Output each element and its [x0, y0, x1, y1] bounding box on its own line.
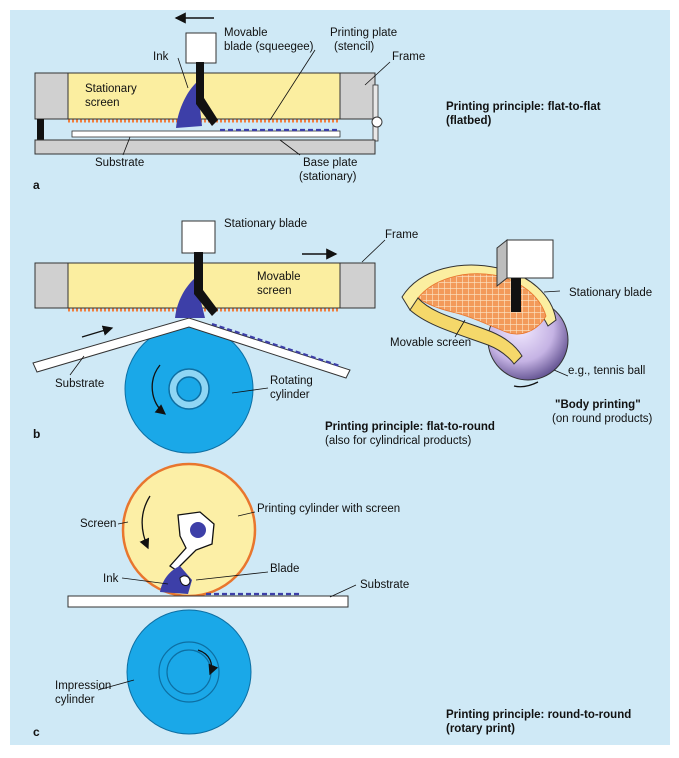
label-frame-a: Frame [392, 51, 425, 63]
right-hinge-post [372, 84, 379, 142]
rotation-arrow-print [139, 495, 151, 550]
ink-c [160, 566, 192, 594]
frame-left [34, 72, 69, 120]
principle-c-2: (rotary print) [446, 723, 515, 735]
frame-left-b [34, 262, 69, 309]
label-tennis-ball: e.g., tennis ball [568, 365, 645, 377]
label-blade-a-2: blade (squeegee) [224, 41, 314, 53]
label-ink-c: Ink [103, 573, 119, 585]
label-substrate-c: Substrate [360, 579, 409, 591]
body-printing-1: "Body printing" [555, 399, 641, 411]
label-body-blade: Stationary blade [569, 287, 652, 299]
base-plate [34, 139, 376, 155]
blade-holder-body [506, 239, 554, 279]
panel-c: Screen Printing cylinder with screen Ink… [33, 462, 631, 739]
principle-b-1: Printing principle: flat-to-round [325, 421, 495, 433]
principle-a-2: (flatbed) [446, 115, 492, 127]
blade-hub-c [190, 522, 206, 538]
blade-tip-c [179, 575, 191, 586]
substrate-c [67, 595, 349, 608]
frame-right [339, 72, 376, 120]
printed-ink-b [211, 322, 341, 368]
ink-a [176, 82, 202, 128]
squeegee-blade [196, 62, 218, 126]
label-substrate-b: Substrate [55, 378, 104, 390]
frame-right-b [339, 262, 376, 309]
ball-rotation-arrow [513, 381, 539, 388]
blade-holder-body-side [496, 238, 508, 288]
screen-front-edge [409, 297, 523, 365]
cylinder-hub-inner [176, 376, 202, 402]
label-cylinder-1: Rotating [270, 375, 313, 387]
panel-a: Ink Movable blade (squeegee) Printing pl… [33, 12, 601, 192]
panel-letter-a: a [33, 178, 40, 192]
panel-b: Stationary blade Frame Movable screen Su… [32, 218, 653, 454]
label-cylinder-2: cylinder [270, 389, 310, 401]
panel-letter-c: c [33, 725, 40, 739]
label-screen-a-2: screen [85, 97, 120, 109]
principle-c-1: Printing principle: round-to-round [446, 709, 631, 721]
blade-holder-b [181, 220, 216, 254]
label-plate-1: Printing plate [330, 27, 397, 39]
label-movable-screen: Movable screen [390, 337, 471, 349]
label-screen-b-1: Movable [257, 271, 300, 283]
substrate-a [71, 130, 341, 138]
principle-b-2: (also for cylindrical products) [325, 435, 472, 447]
label-screen-c: Screen [80, 518, 116, 530]
label-plate-2: (stencil) [334, 41, 374, 53]
blade-holder-a [185, 32, 217, 64]
impression-cylinder [126, 609, 252, 735]
label-impression-2: cylinder [55, 694, 95, 706]
label-blade-c: Blade [270, 563, 299, 575]
label-base-2: (stationary) [299, 171, 357, 183]
label-screen-b-2: screen [257, 285, 292, 297]
stationary-blade-b [194, 252, 218, 316]
body-blade [511, 278, 521, 312]
label-screen-a-1: Stationary [85, 83, 137, 95]
label-frame-b: Frame [385, 229, 418, 241]
label-impression-1: Impression [55, 680, 111, 692]
rotation-arrow-b [151, 364, 167, 415]
hinge [371, 116, 383, 128]
rotation-arrow-imp [197, 649, 219, 676]
left-support [37, 119, 44, 141]
body-printing-2: (on round products) [552, 413, 653, 425]
label-base-1: Base plate [303, 157, 357, 169]
panel-letter-b: b [33, 427, 40, 441]
label-blade-a-1: Movable [224, 27, 267, 39]
label-substrate-a: Substrate [95, 157, 144, 169]
imp-ring-1 [158, 641, 220, 703]
substrate-motion-arrow [81, 325, 114, 338]
label-print-cylinder: Printing cylinder with screen [257, 503, 400, 515]
label-ink-a: Ink [153, 51, 169, 63]
label-blade-b: Stationary blade [224, 218, 307, 230]
principle-a-1: Printing principle: flat-to-flat [446, 101, 601, 113]
